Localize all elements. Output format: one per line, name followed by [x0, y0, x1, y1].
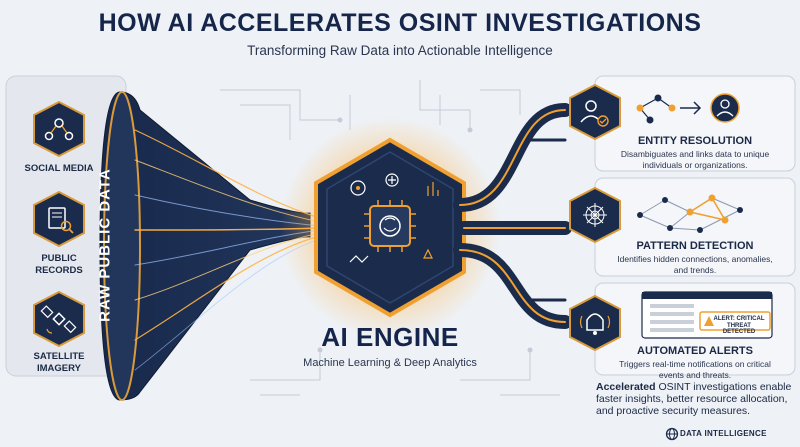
- output-pipes: [453, 103, 572, 329]
- alert-window-graphic: [641, 291, 773, 339]
- source-label-social-media: SOCIAL MEDIA: [24, 163, 94, 174]
- output-desc-automated-alerts: Triggers real-time notifications on crit…: [619, 359, 771, 380]
- social-network-icon: [33, 100, 85, 158]
- pattern-network-graphic: [637, 194, 743, 233]
- engine-title: AI ENGINE: [321, 322, 459, 352]
- output-desc-pattern-detection: Identifies hidden connections, anomalies…: [617, 254, 773, 275]
- user-check-icon: [569, 83, 621, 141]
- source-label-public-records: PUBLIC RECORDS: [35, 253, 83, 276]
- page-subtitle: Transforming Raw Data into Actionable In…: [247, 43, 553, 58]
- engine-subtitle: Machine Learning & Deep Analytics: [303, 357, 477, 369]
- funnel-label: RAW PUBLIC DATA: [96, 168, 114, 322]
- engine-mini-icons: [349, 173, 439, 263]
- page-title: HOW AI ACCELERATES OSINT INVESTIGATIONS: [98, 9, 702, 37]
- entity-link-graphic: [636, 93, 740, 124]
- summary-body: OSINT investigations enable faster insig…: [596, 381, 792, 418]
- output-title-entity-resolution: ENTITY RESOLUTION: [637, 135, 753, 147]
- footer-brand: DATA INTELLIGENCE: [680, 429, 767, 438]
- summary-text: Accelerated OSINT investigations enable …: [596, 381, 796, 417]
- raw-data-funnel: [99, 91, 311, 401]
- document-search-icon: [33, 190, 85, 248]
- globe-icon: [665, 427, 679, 441]
- alert-popup-text: ALERT: CRITICAL THREAT DETECTED: [713, 316, 765, 336]
- circuit-background: [220, 80, 560, 396]
- web-pattern-icon: [569, 186, 621, 244]
- output-desc-entity-resolution: Disambiguates and links data to unique i…: [620, 149, 770, 170]
- summary-lead: Accelerated: [596, 381, 656, 393]
- bell-icon: [569, 294, 621, 352]
- ai-chip-icon: [364, 200, 416, 252]
- satellite-icon: [33, 290, 85, 348]
- output-title-pattern-detection: PATTERN DETECTION: [636, 240, 754, 252]
- source-label-satellite-imagery: SATELLITE IMAGERY: [33, 351, 85, 374]
- output-title-automated-alerts: AUTOMATED ALERTS: [637, 345, 753, 357]
